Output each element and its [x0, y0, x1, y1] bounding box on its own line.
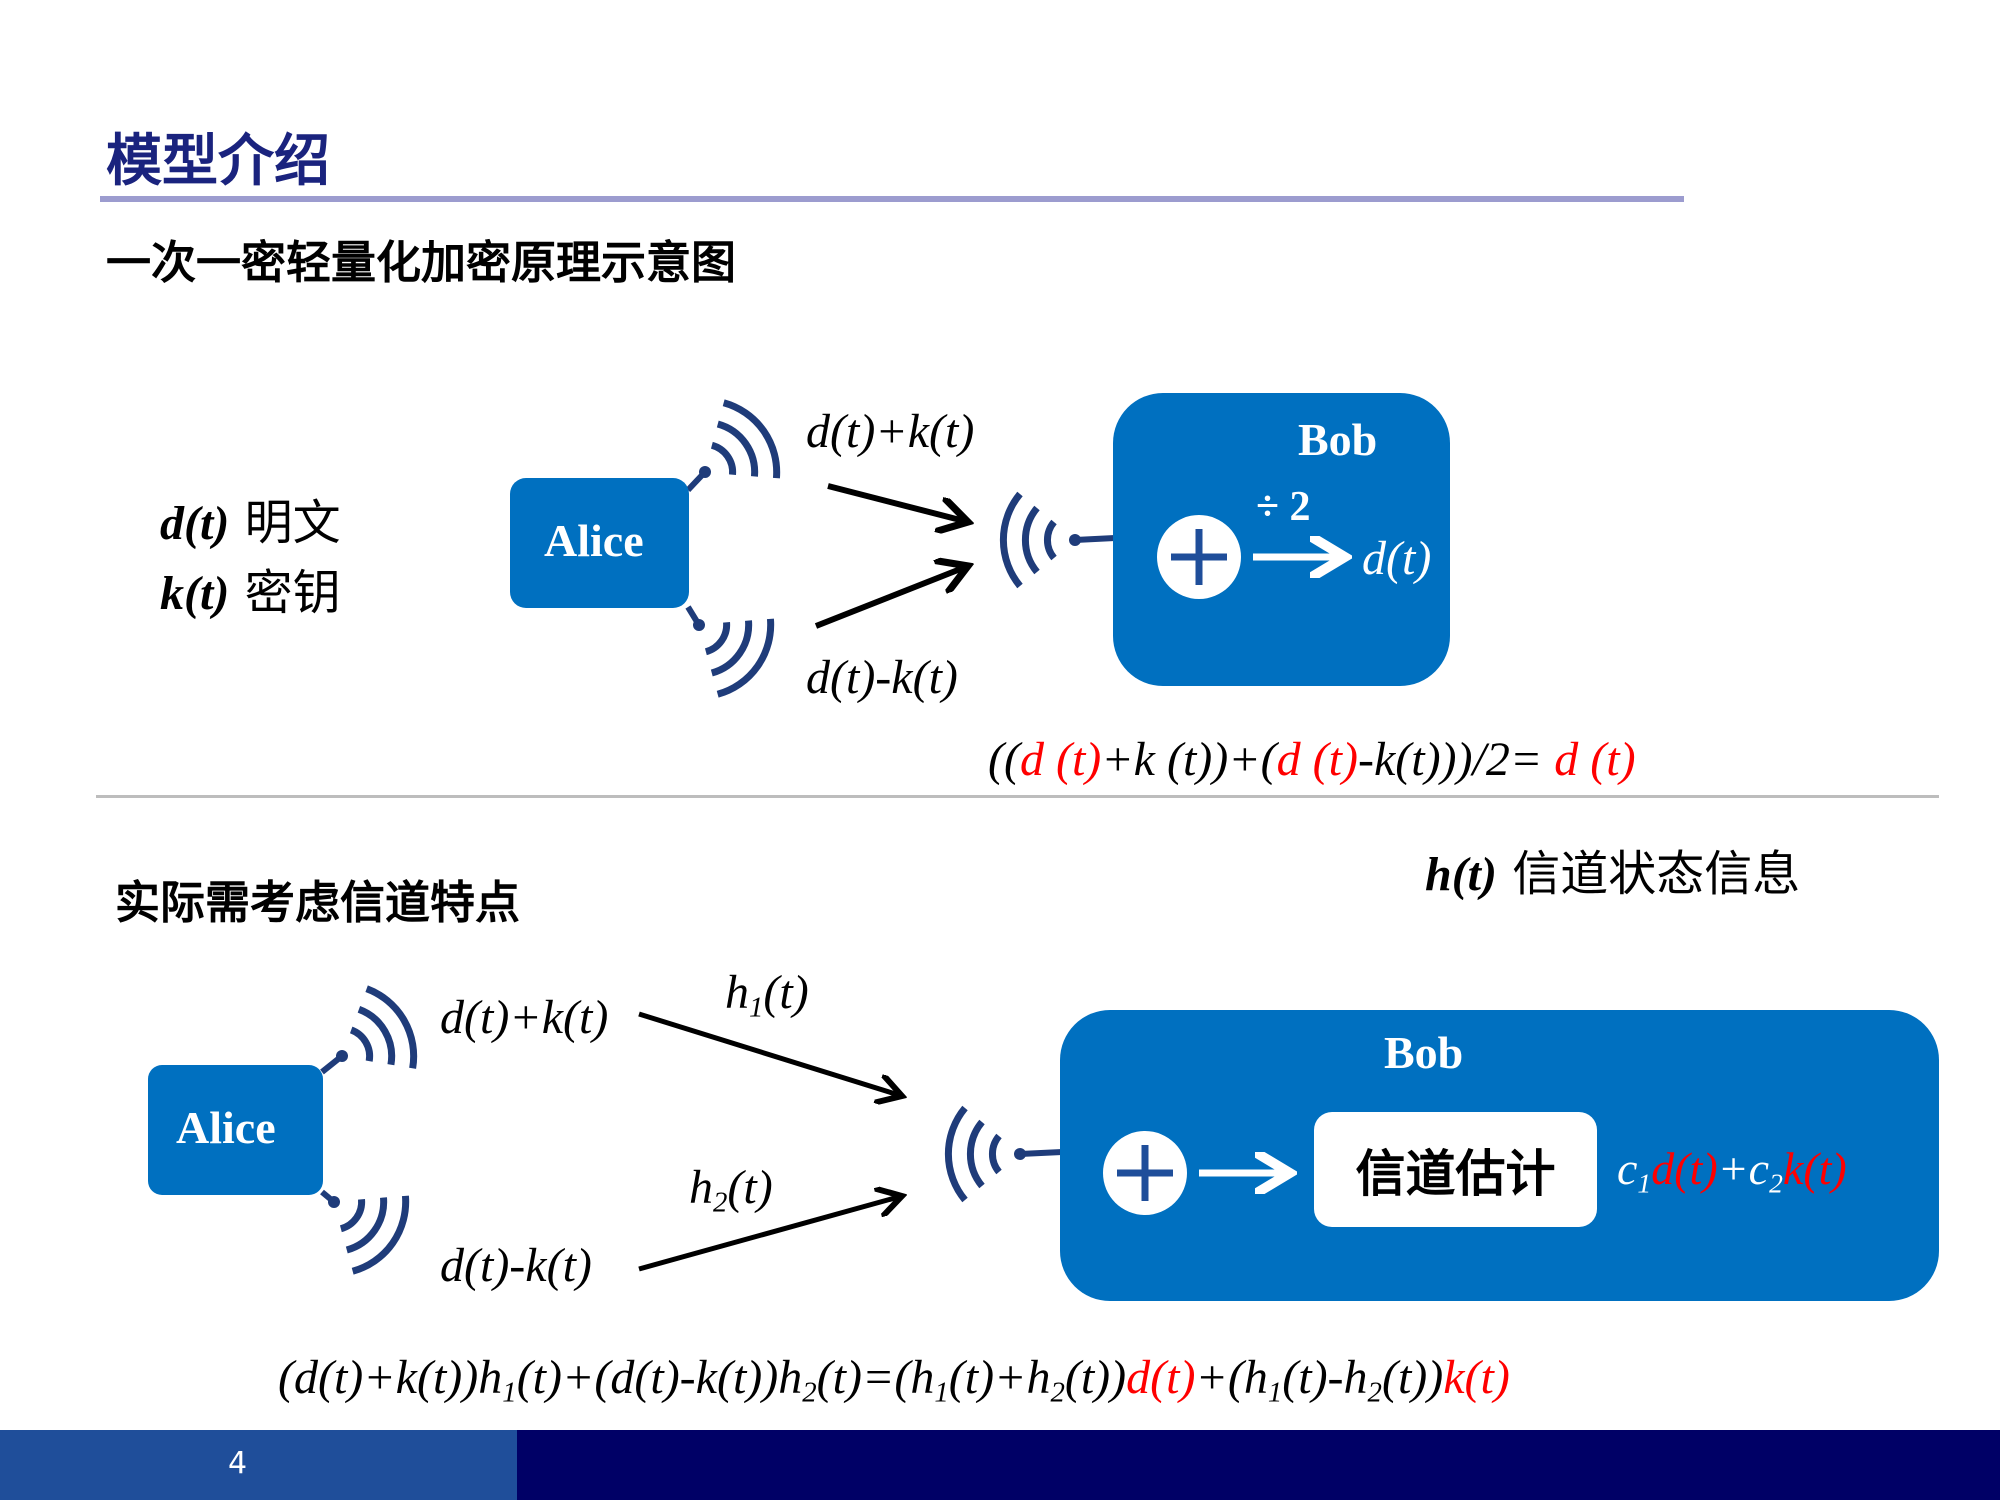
alice2-box: Alice: [148, 1065, 323, 1195]
key-label: 密钥: [229, 565, 341, 621]
formula-segment: c: [1617, 1143, 1638, 1194]
bob2-output: c1d(t)+c2k(t): [1617, 1142, 1847, 1199]
channel-estimation-label: 信道估计: [1355, 1144, 1556, 1203]
formula-segment: d (t): [1554, 733, 1636, 786]
channel-estimation-block: 信道估计: [1314, 1112, 1597, 1227]
lower-signal2-label: d(t)-k(t): [440, 1239, 592, 1292]
page-title: 模型介绍: [106, 129, 330, 194]
formula-segment: 2: [802, 1376, 817, 1409]
upper-signal2-label: d(t)+k(t): [440, 991, 609, 1044]
formula-segment: +(h: [1195, 1351, 1268, 1404]
bob-label: Bob: [1298, 414, 1378, 465]
formula-segment: +c: [1717, 1143, 1770, 1194]
formula-segment: (d(t)+k(t))h: [278, 1351, 503, 1404]
alice-label: Alice: [544, 515, 644, 566]
alice2-label: Alice: [176, 1102, 276, 1153]
formula-segment: 1: [502, 1376, 517, 1409]
formula-segment: d (t): [1276, 733, 1358, 786]
arrow-lower-path: [814, 566, 968, 629]
channel-formula: (d(t)+k(t))h1(t)+(d(t)-k(t))h2(t)=(h1(t)…: [278, 1350, 1510, 1410]
formula-segment: d(t): [1651, 1143, 1718, 1194]
formula-segment: (t)): [1381, 1351, 1444, 1404]
channel-label: 信道状态信息: [1497, 846, 1801, 902]
formula-segment: (t)): [1064, 1351, 1127, 1404]
alice2-antenna-lower-icon: [320, 1176, 419, 1280]
formula-segment: (t)+h: [948, 1351, 1051, 1404]
formula-segment: +k (t))+(: [1101, 733, 1277, 786]
page-number: 4: [228, 1446, 248, 1481]
alice-antenna-upper-icon: [685, 393, 790, 497]
h2-label: h2(t): [689, 1161, 773, 1219]
footer-right-band: [517, 1430, 2000, 1500]
formula-segment: k(t): [1443, 1351, 1510, 1404]
formula-segment: -k(t)))/2=: [1357, 733, 1555, 786]
alice2-antenna-upper-icon: [320, 980, 427, 1085]
divide-by-two: ÷ 2: [1256, 484, 1311, 530]
alice-antenna-lower-icon: [685, 599, 784, 703]
formula-segment: 2: [1050, 1376, 1065, 1409]
lower-signal-label: d(t)-k(t): [806, 651, 958, 704]
d-symbol: d(t): [160, 497, 230, 550]
h1-label: h1(t): [725, 966, 809, 1024]
k-symbol: k(t): [160, 567, 230, 620]
bob-antenna-icon: [1003, 494, 1116, 586]
formula-segment: k(t): [1782, 1143, 1847, 1194]
adder-plus-icon: [1157, 515, 1241, 599]
footer-left-band: [0, 1430, 517, 1500]
upper-signal-label: d(t)+k(t): [806, 405, 975, 458]
decryption-formula: ((d (t)+k (t))+(d (t)-k(t)))/2= d (t): [988, 732, 1636, 787]
formula-segment: 1: [934, 1376, 949, 1409]
formula-segment: d(t): [1126, 1351, 1196, 1404]
arrow-h2-path: [638, 1196, 902, 1272]
alice-box: Alice: [510, 478, 689, 608]
bob2-antenna-icon: [948, 1108, 1063, 1200]
bob2-box: Bob 信道估计 c1d(t)+c2k(t): [1060, 1010, 1939, 1301]
section-divider: [96, 795, 1939, 798]
channel-definition: h(t) 信道状态信息: [1425, 834, 1800, 904]
bob-box: Bob ÷ 2 d(t): [1113, 393, 1450, 686]
formula-segment: ((: [988, 733, 1020, 786]
formula-segment: (t)=(h: [816, 1351, 935, 1404]
adder2-plus-icon: [1103, 1131, 1187, 1215]
section1-heading: 一次一密轻量化加密原理示意图: [106, 236, 737, 289]
section2-heading: 实际需考虑信道特点: [115, 876, 521, 929]
arrow-upper-path: [827, 483, 968, 522]
h-symbol: h(t): [1425, 848, 1497, 901]
key-definition: k(t) 密钥: [160, 553, 341, 623]
bob2-label: Bob: [1384, 1027, 1464, 1078]
bob-output: d(t): [1362, 532, 1432, 585]
adder2-graphics: [1103, 1131, 1939, 1215]
formula-segment: d (t): [1019, 733, 1102, 786]
adder-graphics: [1157, 515, 1450, 599]
plaintext-definition: d(t) 明文: [160, 483, 341, 553]
formula-segment: 2: [1367, 1376, 1382, 1409]
formula-segment: (t)-h: [1282, 1351, 1368, 1404]
formula-segment: 2: [1769, 1167, 1783, 1199]
plaintext-label: 明文: [229, 495, 341, 551]
arrow-h1-path: [638, 1011, 902, 1096]
formula-segment: 1: [1637, 1167, 1652, 1199]
title-underline: [100, 196, 1684, 202]
formula-segment: (t)+(d(t)-k(t))h: [516, 1351, 803, 1404]
formula-segment: 1: [1267, 1376, 1283, 1409]
